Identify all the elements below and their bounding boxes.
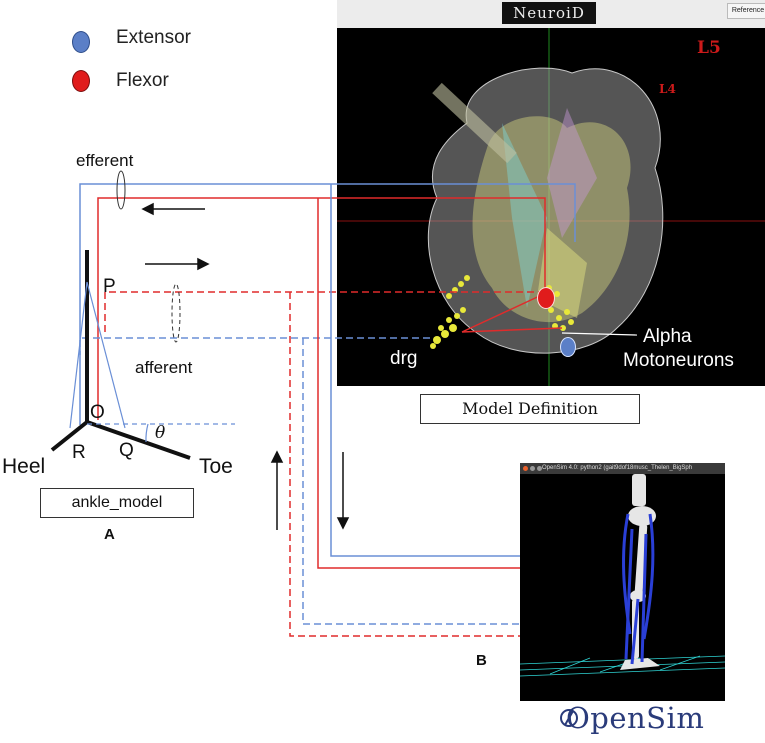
point-r-label: R bbox=[72, 442, 86, 463]
ankle-model-box: ankle_model bbox=[40, 488, 194, 518]
extensor-legend-label: Extensor bbox=[116, 27, 191, 48]
flexor-feedback-from-opensim bbox=[289, 292, 520, 637]
heel-label: Heel bbox=[2, 455, 46, 478]
drg-label: drg bbox=[390, 348, 418, 369]
leg-model-render bbox=[520, 474, 725, 677]
alpha-label-line1: Alpha bbox=[643, 326, 692, 347]
afferent-bundle-marker bbox=[171, 283, 181, 343]
window-close-icon[interactable] bbox=[523, 466, 528, 471]
direction-arrows bbox=[141, 202, 350, 530]
efferent-label: efferent bbox=[76, 151, 134, 170]
afferent-extensor-line bbox=[79, 337, 430, 355]
point-p-label: P bbox=[103, 276, 116, 297]
tract-violet bbox=[547, 108, 597, 238]
extensor-output-to-opensim bbox=[330, 184, 520, 557]
flexor-connection-2 bbox=[461, 327, 563, 333]
neuroid-header: NeuroiD Reference bbox=[337, 0, 765, 28]
extensor-legend-marker bbox=[72, 31, 90, 53]
efferent-extensor-line bbox=[79, 183, 576, 425]
neuroid-logo: NeuroiD bbox=[502, 2, 596, 24]
angle-theta-label: θ bbox=[155, 423, 166, 443]
opensim-logo-text: OpenSim bbox=[566, 701, 705, 735]
ankle-geometry bbox=[50, 250, 235, 460]
motoneuron-cluster bbox=[546, 285, 574, 331]
extensor-feedback-from-opensim bbox=[302, 338, 520, 625]
window-maximize-icon[interactable] bbox=[537, 466, 542, 471]
extensor-motoneuron-marker bbox=[560, 337, 576, 357]
flexor-output-to-opensim bbox=[317, 198, 520, 569]
tract-cyan bbox=[502, 123, 547, 308]
toe-label: Toe bbox=[199, 455, 233, 478]
window-minimize-icon[interactable] bbox=[530, 466, 535, 471]
grey-matter bbox=[472, 116, 631, 323]
muscles bbox=[622, 513, 655, 665]
flexor-legend-marker bbox=[72, 70, 90, 92]
level-l4-label: L4 bbox=[659, 82, 676, 96]
efferent-flexor-line bbox=[97, 197, 546, 420]
point-q-label: Q bbox=[119, 440, 134, 461]
afferent-label: afferent bbox=[135, 358, 193, 377]
afferent-flexor-line bbox=[104, 291, 545, 335]
opensim-window: OpenSim 4.0: python2 (gait9dof18musc_The… bbox=[520, 463, 725, 701]
flexor-legend-label: Flexor bbox=[116, 70, 169, 91]
spinal-cord-render bbox=[337, 28, 765, 386]
panel-a-label: A bbox=[104, 526, 115, 543]
opensim-logo-icon bbox=[560, 707, 578, 729]
panel-b-label: B bbox=[476, 652, 487, 669]
level-l5-label: L5 bbox=[697, 38, 721, 58]
model-definition-box: Model Definition bbox=[420, 394, 640, 424]
flexor-connection-1 bbox=[461, 292, 547, 333]
flexor-motoneuron-marker bbox=[537, 287, 555, 309]
point-o-label: O bbox=[90, 402, 105, 423]
alpha-label-line2: Motoneurons bbox=[623, 350, 734, 371]
opensim-titlebar: OpenSim 4.0: python2 (gait9dof18musc_The… bbox=[520, 463, 725, 474]
efferent-bundle-marker bbox=[116, 170, 126, 210]
neuroid-viewer: NeuroiD Reference bbox=[337, 0, 765, 386]
nerve-root bbox=[432, 82, 517, 164]
reference-button[interactable]: Reference bbox=[727, 3, 765, 19]
alpha-pointer bbox=[561, 332, 638, 336]
